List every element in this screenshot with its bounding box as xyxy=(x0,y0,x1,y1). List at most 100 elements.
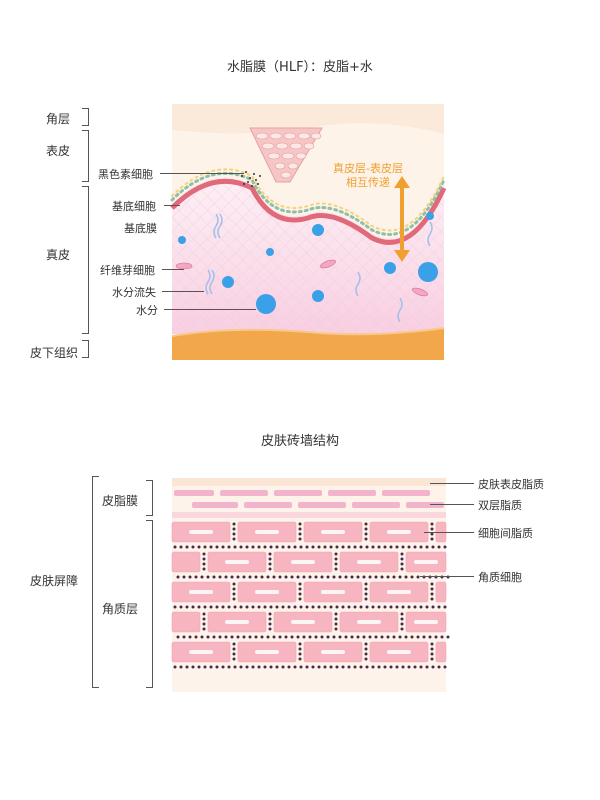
lipid-dot xyxy=(298,522,302,526)
lipid-dot xyxy=(413,665,417,669)
lipid-dot xyxy=(308,635,312,639)
exchange-arrow-icon xyxy=(394,176,410,262)
callout-water: 水分 xyxy=(136,304,158,317)
lipid-dot xyxy=(347,545,351,549)
callout-surface-lipid: 皮肤表皮脂质 xyxy=(478,478,544,491)
lipid-dot xyxy=(232,537,236,541)
lipid-dot xyxy=(364,532,368,536)
lipid-dot xyxy=(230,575,234,579)
lipid-dot xyxy=(298,592,302,596)
lipid-dot xyxy=(299,545,303,549)
lipid-dot xyxy=(398,575,402,579)
lipid-dot xyxy=(191,665,195,669)
lipid-dot xyxy=(400,552,404,556)
lipid-dot xyxy=(251,665,255,669)
lipid-dot xyxy=(425,605,429,609)
brick-wall-structure xyxy=(171,478,450,692)
lipid-dot xyxy=(344,635,348,639)
lipid-dot xyxy=(386,635,390,639)
lipid-dot xyxy=(260,635,264,639)
lipid-dot xyxy=(400,612,404,616)
diagram1-title: 水脂膜（HLF）：皮脂+水 xyxy=(227,60,373,75)
lipid-dot xyxy=(202,552,206,556)
lipid-dot xyxy=(298,537,302,541)
lipid-dot xyxy=(335,605,339,609)
lipid-dot xyxy=(298,597,302,601)
lipid-dot xyxy=(392,575,396,579)
lipid-dot xyxy=(232,582,236,586)
lipid-dot xyxy=(242,575,246,579)
lipid-dot xyxy=(398,635,402,639)
lipid-dot xyxy=(326,635,330,639)
lipid-dot xyxy=(257,605,261,609)
lipid-dot xyxy=(202,622,206,626)
lipid-dot xyxy=(272,635,276,639)
lipid-dot xyxy=(278,575,282,579)
lipid-dot xyxy=(383,665,387,669)
lipid-dot xyxy=(298,657,302,661)
lipid-dot xyxy=(248,635,252,639)
lipid-dot xyxy=(200,575,204,579)
callout-fibroblast: 纤维芽细胞 xyxy=(100,264,155,277)
lipid-dot xyxy=(197,665,201,669)
exchange-note-line1: 真皮层-表皮层 xyxy=(333,162,403,175)
lipid-dot xyxy=(268,617,272,621)
lipid-dot xyxy=(389,545,393,549)
brick-highlight xyxy=(387,590,411,594)
lipid-dot xyxy=(383,545,387,549)
lipid-dot xyxy=(341,605,345,609)
lipid-dot xyxy=(419,665,423,669)
lipid-dot xyxy=(298,532,302,536)
lipid-dot xyxy=(400,562,404,566)
lipid-dot xyxy=(245,545,249,549)
lipid-dot xyxy=(287,605,291,609)
lipid-dot xyxy=(431,545,435,549)
exchange-note-line2: 相互传递 xyxy=(346,176,390,189)
bracket-stratum-corneum xyxy=(82,108,89,126)
lipid-dot xyxy=(185,665,189,669)
diagram2-title: 皮肤砖墙结构 xyxy=(260,434,339,449)
lipid-dot xyxy=(278,635,282,639)
brick-highlight xyxy=(255,650,279,654)
label-epidermis: 表皮 xyxy=(46,144,71,158)
lipid-dot xyxy=(389,605,393,609)
label-sebum-film: 皮脂膜 xyxy=(102,494,139,508)
lipid-dot xyxy=(232,532,236,536)
lipid-dot xyxy=(362,635,366,639)
lipid-dot xyxy=(404,575,408,579)
lipid-dot xyxy=(227,605,231,609)
leader-corneocyte xyxy=(420,576,474,577)
lipid-dot xyxy=(191,605,195,609)
lipid-dot xyxy=(268,567,272,571)
lipid-dot xyxy=(368,635,372,639)
lipid-dot xyxy=(314,575,318,579)
lipid-dot xyxy=(206,575,210,579)
corneocyte-brick xyxy=(171,551,201,573)
lipid-dot xyxy=(176,635,180,639)
lipid-dot xyxy=(194,635,198,639)
lipid-dot xyxy=(323,665,327,669)
lipid-dot xyxy=(232,657,236,661)
lipid-dot xyxy=(232,592,236,596)
bracket-epidermis xyxy=(82,130,89,182)
lipid-dot xyxy=(251,605,255,609)
lipid-dot xyxy=(232,522,236,526)
lipid-dot xyxy=(194,575,198,579)
bracket-sebum-film xyxy=(146,480,153,516)
lipid-dot xyxy=(203,545,207,549)
lipid-dot xyxy=(266,575,270,579)
lipid-dot xyxy=(350,635,354,639)
lipid-dot xyxy=(298,642,302,646)
lipid-dot xyxy=(416,635,420,639)
lipid-dot xyxy=(434,635,438,639)
lipid-dot xyxy=(353,665,357,669)
bracket-skin-barrier xyxy=(92,476,99,688)
lipid-dot xyxy=(221,665,225,669)
lipid-dot xyxy=(364,592,368,596)
lipid-dot xyxy=(317,545,321,549)
lipid-dot xyxy=(232,587,236,591)
lipid-dot xyxy=(374,575,378,579)
lipid-dot xyxy=(257,545,261,549)
lipid-dot xyxy=(202,612,206,616)
callout-melanocyte: 黑色素细胞 xyxy=(98,168,153,181)
